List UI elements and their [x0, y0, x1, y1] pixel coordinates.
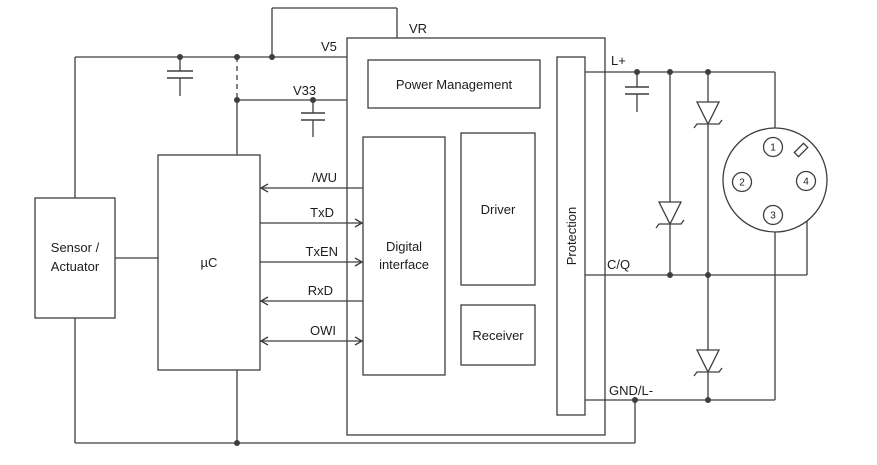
junction-dot: [234, 440, 240, 446]
net-label-cq: C/Q: [607, 257, 630, 272]
wires: [74, 7, 808, 444]
power-management-label: Power Management: [396, 77, 513, 92]
junction-dot: [234, 54, 240, 60]
arrow-right-icon: [354, 257, 364, 267]
capacitor-v33-symbol: [301, 100, 325, 137]
sensor-actuator-label-line1: Sensor /: [51, 240, 100, 255]
junction-dots: [177, 54, 711, 446]
connector-pin-4: [795, 170, 817, 192]
arrow-left-icon: [259, 183, 269, 193]
arrow-right-icon: [354, 336, 364, 346]
connector-pin-2: [731, 171, 753, 193]
net-label-owi: OWI: [310, 323, 336, 338]
net-label-wu: /WU: [312, 170, 337, 185]
net-label-v33: V33: [293, 83, 316, 98]
receiver-block: [460, 304, 536, 366]
connector-pin-3: [762, 204, 784, 226]
junction-dot: [634, 69, 640, 75]
sensor-actuator-block: [34, 197, 116, 319]
sensor-actuator-label-line2: Actuator: [51, 259, 100, 274]
net-label-rxd: RxD: [308, 283, 333, 298]
arrow-left-icon: [259, 336, 269, 346]
net-label-txd: TxD: [310, 205, 334, 220]
junction-dot: [705, 272, 711, 278]
arrowheads: [259, 183, 364, 346]
arrow-right-icon: [354, 218, 364, 228]
junction-dot: [269, 54, 275, 60]
tvs-diode-lplus-cq-symbol: [693, 72, 723, 350]
digital-interface-block: [362, 136, 446, 376]
pin-1-label: 1: [770, 143, 776, 154]
capacitor-lplus-symbol: [625, 72, 649, 112]
protection-block: [556, 56, 586, 416]
junction-dot: [705, 69, 711, 75]
diode-triangle: [695, 349, 721, 374]
arrow-left-icon: [259, 296, 269, 306]
junction-dot: [667, 69, 673, 75]
junction-dot: [310, 97, 316, 103]
capacitor-v5-symbol: [167, 57, 193, 96]
blocks: [34, 37, 606, 436]
digital-interface-label-line1: Digital: [386, 239, 422, 254]
net-label-vr: VR: [409, 21, 427, 36]
driver-label: Driver: [481, 202, 516, 217]
net-label-gnd: GND/L-: [609, 383, 653, 398]
power-management-block: [367, 59, 541, 109]
labels: Sensor / Actuator µC Power Management Di…: [51, 21, 653, 398]
pin-3-label: 3: [770, 211, 776, 222]
connector-pin-1: [762, 136, 784, 158]
diode-triangle: [657, 201, 683, 226]
tvs-diode-mid-symbol: [655, 72, 685, 275]
junction-dot: [632, 397, 638, 403]
tvs-diode-cq-gnd-symbol: [693, 349, 723, 400]
junction-dot: [705, 397, 711, 403]
pin-2-label: 2: [739, 178, 745, 189]
digital-interface-label-line2: interface: [379, 257, 429, 272]
net-label-v5: V5: [321, 39, 337, 54]
receiver-label: Receiver: [472, 328, 524, 343]
driver-block: [460, 132, 536, 286]
pin-4-label: 4: [803, 177, 809, 188]
junction-dot: [234, 97, 240, 103]
net-label-txen: TxEN: [306, 244, 339, 259]
net-label-lplus: L+: [611, 53, 626, 68]
m12-connector: 1 2 3 4: [722, 127, 828, 233]
junction-dot: [177, 54, 183, 60]
connector-keying-notch: [793, 142, 809, 158]
diode-triangle: [695, 101, 721, 126]
mcu-block: [157, 154, 261, 371]
junction-dot: [667, 272, 673, 278]
protection-label: Protection: [564, 207, 579, 266]
mcu-label: µC: [201, 255, 218, 270]
